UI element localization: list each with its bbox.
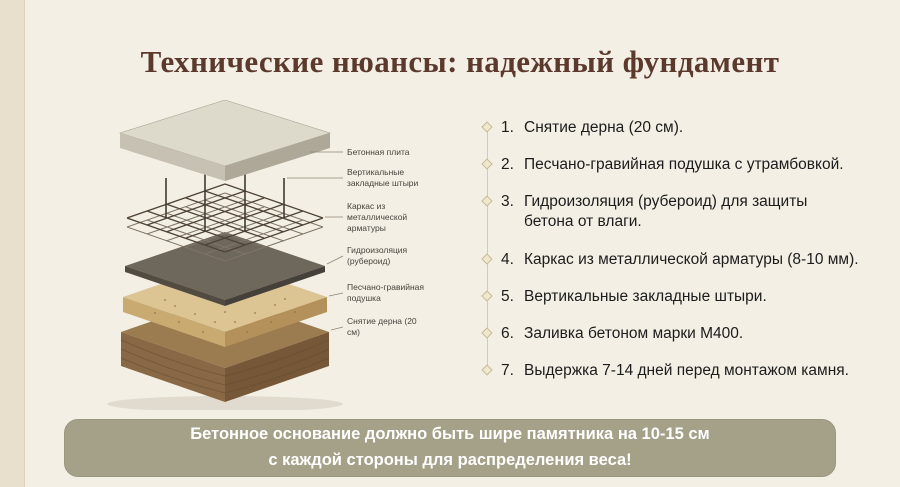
leader-lines — [287, 151, 344, 331]
list-item: 6. Заливка бетоном марки М400. — [480, 324, 880, 344]
diamond-bullet-icon — [481, 195, 493, 207]
step-number: 5. — [501, 287, 514, 305]
diamond-bullet-icon — [481, 158, 493, 170]
page-title: Технические нюансы: надежный фундамент — [140, 44, 780, 79]
ground-shadow — [107, 396, 343, 410]
list-item: 7. Выдержка 7-14 дней перед монтажом кам… — [480, 361, 880, 381]
waterproofing-layer — [125, 232, 325, 306]
foundation-diagram — [107, 100, 344, 410]
step-text: Вертикальные закладные штыри. — [524, 287, 767, 305]
step-number: 6. — [501, 324, 514, 342]
list-item: 2. Песчано-гравийная подушка с утрамбовк… — [480, 155, 880, 175]
left-accent-strip — [0, 0, 25, 487]
step-text: Песчано-гравийная подушка с утрамбовкой. — [524, 156, 844, 174]
info-banner: Бетонное основание должно быть шире памя… — [64, 419, 836, 477]
diamond-bullet-icon — [481, 327, 493, 339]
list-item: 3. Гидроизоляция (рубероид) для защиты б… — [480, 192, 880, 232]
step-number: 3. — [501, 193, 514, 211]
diamond-bullet-icon — [481, 364, 493, 376]
diagram-label-turf: Снятие дерна (20 см) — [347, 316, 417, 338]
step-number: 1. — [501, 119, 514, 136]
list-item: 5. Вертикальные закладные штыри. — [480, 287, 880, 307]
diamond-bullet-icon — [481, 121, 493, 133]
diagram-label-waterproofing: Гидроизоляция (рубероид) — [347, 245, 408, 267]
step-text: Гидроизоляция (рубероид) для защиты бето… — [524, 193, 808, 231]
diagram-label-pins: Вертикальные закладные штыри — [347, 167, 419, 189]
diamond-bullet-icon — [481, 290, 493, 302]
banner-line-1: Бетонное основание должно быть шире памя… — [190, 425, 710, 444]
step-text: Выдержка 7-14 дней перед монтажом камня. — [524, 361, 849, 379]
steps-connector-line — [487, 128, 488, 374]
step-text: Каркас из металлической арматуры (8-10 м… — [524, 250, 859, 268]
list-item: 4. Каркас из металлической арматуры (8-1… — [480, 250, 880, 270]
list-item: 1. Снятие дерна (20 см). — [480, 118, 880, 138]
anchor-pins — [165, 164, 285, 232]
step-text: Заливка бетоном марки М400. — [524, 324, 744, 342]
diagram-label-rebar: Каркас из металлической арматуры — [347, 201, 408, 234]
diagram-label-concrete: Бетонная плита — [347, 147, 410, 157]
step-number: 7. — [501, 361, 514, 379]
steps-list: 1. Снятие дерна (20 см). 2. Песчано-грав… — [480, 118, 880, 381]
banner-line-2: с каждой стороны для распределения веса! — [268, 451, 632, 469]
step-number: 4. — [501, 250, 514, 268]
diamond-bullet-icon — [481, 252, 493, 265]
diagram-label-sand: Песчано-гравийная подушка — [347, 282, 424, 304]
step-number: 2. — [501, 156, 514, 174]
concrete-slab-layer — [118, 100, 332, 181]
step-text: Снятие дерна (20 см). — [524, 119, 684, 136]
